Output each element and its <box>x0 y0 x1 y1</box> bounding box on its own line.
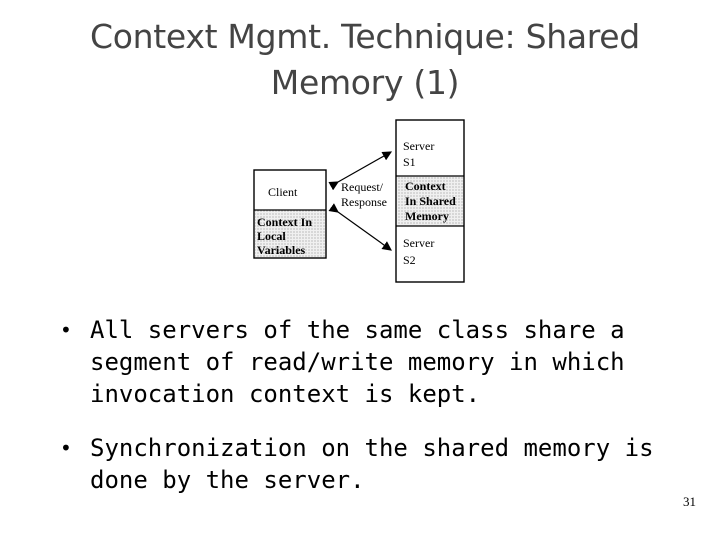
bullet-marker: • <box>60 318 72 342</box>
client-label: Client <box>268 185 298 199</box>
server-s2-line-2: S2 <box>403 253 416 267</box>
shared-memory-region <box>397 176 463 226</box>
shared-context-line-2: In Shared <box>405 194 456 208</box>
slide-title-line-2: Memory (1) <box>270 63 460 102</box>
page-number: 31 <box>683 494 696 509</box>
response-label: Response <box>341 195 387 209</box>
arrow-to-server-s2 <box>328 203 392 251</box>
shared-context-line-1: Context <box>405 179 446 193</box>
bullet-marker: • <box>60 436 72 460</box>
bullet-list: • All servers of the same class share a … <box>60 314 660 518</box>
local-context-region <box>255 210 325 257</box>
local-context-line-2: Local <box>257 229 286 243</box>
slide-title: Context Mgmt. Technique: Shared Memory (… <box>40 14 690 106</box>
arrow-to-server-s1 <box>328 151 393 191</box>
slide-title-line-1: Context Mgmt. Technique: Shared <box>90 17 640 56</box>
server-s1-line-2: S1 <box>403 155 416 169</box>
bullet-item: • All servers of the same class share a … <box>60 314 660 410</box>
shared-context-line-3: Memory <box>405 209 449 223</box>
bullet-text: All servers of the same class share a se… <box>90 316 625 408</box>
bullet-item: • Synchronization on the shared memory i… <box>60 432 660 496</box>
local-context-line-3: Variables <box>257 243 306 257</box>
request-label: Request/ <box>341 180 384 194</box>
bullet-text: Synchronization on the shared memory is … <box>90 434 654 494</box>
diagram-canvas: Client Context In Local Variables Reques… <box>253 119 465 283</box>
shared-memory-diagram: Client Context In Local Variables Reques… <box>248 114 473 294</box>
server-s1-line-1: Server <box>403 139 434 153</box>
local-context-line-1: Context In <box>257 215 312 229</box>
server-s2-line-1: Server <box>403 236 434 250</box>
